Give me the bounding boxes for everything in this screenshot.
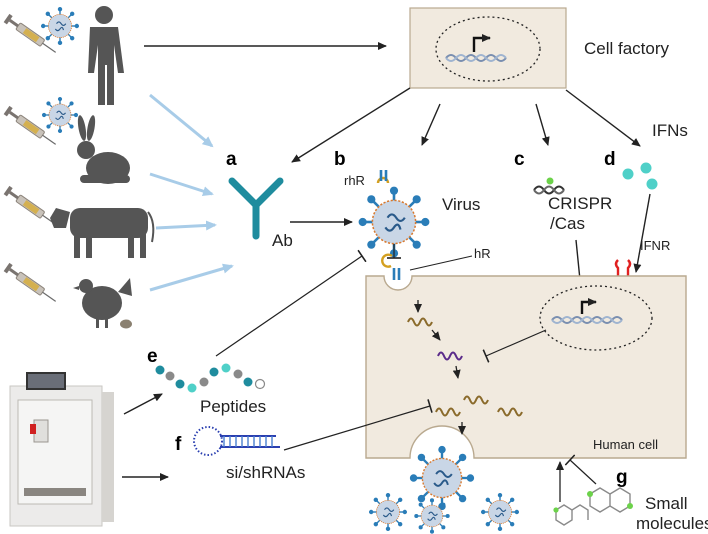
virus-icon	[414, 498, 450, 534]
peptide-icon	[155, 363, 266, 393]
syringe-icon	[3, 185, 60, 230]
rhr-receptor-icon	[376, 170, 390, 184]
small-molecules-line2: molecules	[636, 514, 708, 533]
virus-label: Virus	[442, 195, 480, 214]
virus-icon	[40, 6, 80, 46]
crispr-label-line2: /Cas	[550, 214, 585, 233]
cell-factory-label: Cell factory	[584, 39, 670, 58]
ifn-icon	[622, 162, 658, 190]
dna-icon	[445, 34, 507, 62]
label-e: e	[147, 346, 158, 367]
virus-icon	[480, 492, 520, 532]
ab-label: Ab	[272, 231, 293, 250]
label-a: a	[226, 149, 237, 170]
label-d: d	[604, 149, 616, 170]
crispr-label-line1: CRISPR	[548, 194, 612, 213]
cow-icon	[50, 208, 155, 258]
shrna-icon	[193, 426, 280, 456]
human-cell-label: Human cell	[593, 437, 658, 452]
ifnr-icon	[614, 259, 632, 276]
nucleus	[539, 285, 653, 351]
si-shrnas-label: si/shRNAs	[226, 463, 305, 482]
label-g: g	[616, 467, 628, 488]
label-b: b	[334, 149, 346, 170]
label-f: f	[175, 434, 182, 455]
human-cell	[365, 275, 687, 459]
peptides-label: Peptides	[200, 397, 266, 416]
ifns-label: IFNs	[652, 121, 688, 140]
rna-purple-icon	[437, 351, 463, 361]
virus-icon	[368, 492, 408, 532]
label-c: c	[514, 149, 525, 170]
virus-icon	[409, 445, 475, 511]
human-silhouette-icon	[88, 6, 124, 105]
virus-icon	[41, 96, 79, 134]
rhr-label: rhR	[344, 173, 365, 188]
cell-factory-box	[409, 7, 567, 89]
crispr-icon	[533, 177, 565, 195]
hr-label: hR	[474, 246, 491, 261]
antibody-icon	[228, 177, 284, 240]
rabbit-icon	[77, 115, 130, 184]
small-molecules-line1: Small	[645, 494, 688, 513]
synthesizer-machine-icon	[9, 372, 114, 527]
syringe-icon	[3, 262, 60, 307]
chicken-icon	[73, 278, 132, 329]
small-molecule-icon	[553, 487, 633, 526]
ifnr-label: IFNR	[640, 238, 670, 253]
